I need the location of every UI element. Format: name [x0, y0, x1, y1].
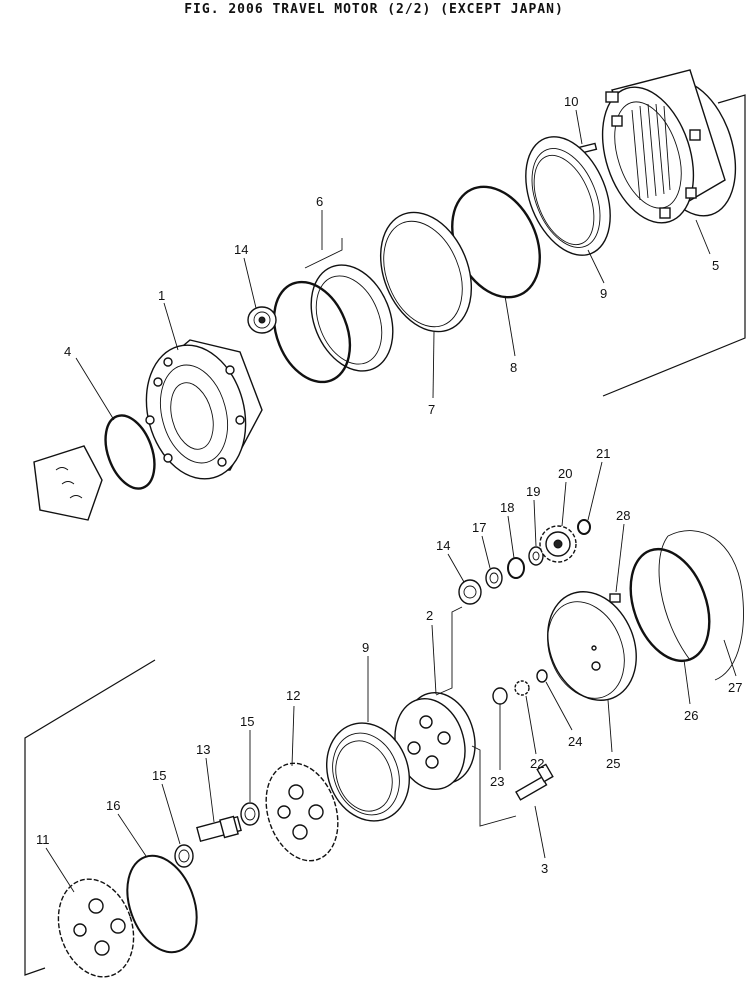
part-6-floating-seal	[272, 238, 394, 384]
callout-label-11: 11	[36, 832, 50, 847]
part-25-cover	[547, 591, 637, 701]
callout-label-16: 16	[106, 798, 120, 813]
part-21-snap-ring	[577, 519, 591, 535]
callout-1: 1	[158, 288, 179, 351]
callout-4: 4	[64, 344, 115, 421]
callout-label-10: 10	[564, 94, 578, 109]
callout-13: 13	[196, 742, 215, 823]
part-26-o-ring	[629, 547, 711, 663]
assembly-bracket-lower	[24, 659, 156, 976]
callout-26: 26	[683, 659, 698, 723]
part-20-sun-gear	[539, 525, 577, 563]
callout-label-2: 2	[426, 608, 433, 623]
callout-label-18: 18	[500, 500, 514, 515]
callout-label-22: 22	[530, 756, 544, 771]
callout-6: 6	[316, 194, 323, 250]
callout-16: 16	[106, 798, 147, 857]
part-14-bearing-upper	[247, 306, 277, 334]
part-9-bearing-lower	[326, 722, 410, 822]
callout-9-lower: 9	[362, 640, 369, 722]
part-19-collar	[528, 546, 544, 566]
part-24-washer	[536, 669, 548, 683]
part-3-bolt	[471, 745, 554, 827]
part-12-planet-gear	[265, 762, 339, 862]
callout-15-a: 15	[240, 714, 254, 802]
part-2-carrier	[394, 606, 476, 790]
callout-label-1: 1	[158, 288, 165, 303]
callout-22: 22	[525, 695, 544, 771]
part-15-needle-bearing-b	[174, 844, 194, 868]
callout-label-9b: 9	[362, 640, 369, 655]
callout-label-17: 17	[472, 520, 486, 535]
callout-label-9a: 9	[600, 286, 607, 301]
callout-15-b: 15	[152, 768, 181, 845]
callout-25: 25	[606, 699, 620, 771]
callout-12: 12	[286, 688, 300, 767]
part-14-bearing-lower	[458, 579, 482, 605]
callout-24: 24	[545, 681, 582, 749]
callout-label-26: 26	[684, 708, 698, 723]
callout-label-25: 25	[606, 756, 620, 771]
callout-7: 7	[428, 331, 435, 417]
figure-title: FIG. 2006 TRAVEL MOTOR (2/2) (EXCEPT JAP…	[184, 2, 564, 17]
callout-label-8: 8	[510, 360, 517, 375]
callout-8: 8	[504, 295, 517, 375]
callout-label-19: 19	[526, 484, 540, 499]
callout-21: 21	[587, 446, 610, 521]
callout-14-upper: 14	[234, 242, 257, 309]
callout-27: 27	[723, 639, 742, 695]
callout-label-6: 6	[316, 194, 323, 209]
callout-18: 18	[500, 500, 514, 559]
callout-label-14a: 14	[234, 242, 248, 257]
callout-label-15a: 15	[240, 714, 254, 729]
callout-label-14b: 14	[436, 538, 450, 553]
callout-10: 10	[564, 94, 583, 145]
callout-label-21: 21	[596, 446, 610, 461]
callout-label-3: 3	[541, 861, 548, 876]
part-1-hub	[145, 339, 263, 480]
part-sprocket-segment	[33, 445, 103, 521]
callout-label-27: 27	[728, 680, 742, 695]
callout-23: 23	[490, 704, 504, 789]
callout-11: 11	[36, 832, 75, 893]
callout-14-lower: 14	[436, 538, 465, 583]
callout-3: 3	[534, 805, 548, 876]
callout-20: 20	[558, 466, 572, 527]
callout-9-upper: 9	[587, 249, 607, 301]
part-15-needle-bearing-a	[240, 802, 260, 826]
part-13-shaft	[196, 815, 242, 843]
callout-label-24: 24	[568, 734, 582, 749]
part-18-snap-ring	[507, 557, 525, 579]
part-4-o-ring	[104, 414, 156, 490]
callout-17: 17	[472, 520, 491, 569]
callout-label-28: 28	[616, 508, 630, 523]
callout-5: 5	[695, 219, 719, 273]
callout-label-12: 12	[286, 688, 300, 703]
part-17-washer	[485, 567, 503, 589]
callout-2: 2	[426, 608, 437, 695]
part-16-thrust-ring	[126, 854, 198, 954]
part-27-seal	[658, 530, 744, 681]
callout-label-15b: 15	[152, 768, 166, 783]
part-5-ring-gear-housing	[601, 69, 737, 224]
part-7-seal-ring	[379, 211, 473, 333]
callout-label-13: 13	[196, 742, 210, 757]
callout-label-23: 23	[490, 774, 504, 789]
part-9-bearing-upper	[525, 136, 611, 256]
callout-label-20: 20	[558, 466, 572, 481]
part-23-bushing	[492, 687, 508, 705]
callout-label-5: 5	[712, 258, 719, 273]
assembly-bracket-upper	[602, 94, 746, 397]
part-22-nut	[514, 680, 530, 696]
callout-label-7: 7	[428, 402, 435, 417]
callout-label-4: 4	[64, 344, 71, 359]
callout-19: 19	[526, 484, 540, 547]
part-11-planet-gear	[57, 878, 135, 978]
part-28-plug	[609, 593, 621, 603]
callout-28: 28	[615, 508, 630, 593]
